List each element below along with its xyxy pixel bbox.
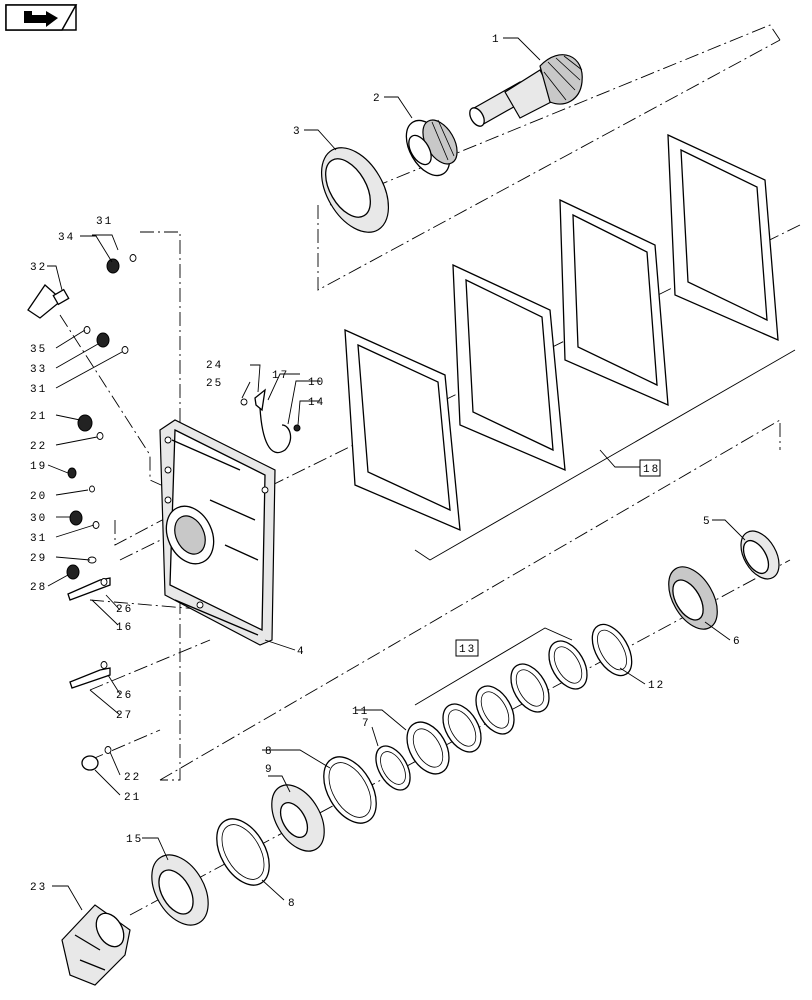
label-13[interactable]: 13 [459, 644, 476, 656]
label-14[interactable]: 14 [308, 397, 325, 409]
label-8-lower[interactable]: 8 [288, 898, 297, 910]
part-labels: 1 2 3 31 34 32 35 33 31 24 25 17 10 14 2… [30, 34, 742, 910]
axis-line-bolts2 [114, 499, 201, 546]
gasket-3 [559, 198, 669, 407]
label-31-top[interactable]: 31 [96, 216, 113, 228]
label-1[interactable]: 1 [492, 34, 501, 46]
label-31-low[interactable]: 31 [30, 533, 47, 545]
label-22-low[interactable]: 22 [124, 772, 141, 784]
gasket-1 [344, 328, 461, 532]
label-4[interactable]: 4 [297, 646, 306, 658]
label-2[interactable]: 2 [373, 93, 382, 105]
part-6-roller-bearing [668, 566, 718, 630]
label-16[interactable]: 16 [116, 622, 133, 634]
label-32[interactable]: 32 [30, 262, 47, 274]
label-8-upper[interactable]: 8 [265, 746, 274, 758]
label-18[interactable]: 18 [643, 464, 660, 476]
label-21-top[interactable]: 21 [30, 411, 47, 423]
part-2-bearing-cone [405, 119, 458, 177]
part-5-bearing-cup [740, 530, 780, 580]
part-13-shim-set [442, 640, 588, 753]
label-27[interactable]: 27 [116, 710, 133, 722]
label-33[interactable]: 33 [30, 364, 47, 376]
label-22-top[interactable]: 22 [30, 441, 47, 453]
label-31-mid[interactable]: 31 [30, 384, 47, 396]
axis-line-bolts4 [89, 639, 211, 691]
part-7-ring [375, 745, 411, 791]
label-17[interactable]: 17 [272, 370, 289, 382]
label-19[interactable]: 19 [30, 461, 47, 473]
part-12-shim [591, 623, 633, 677]
left-hardware [27, 254, 301, 771]
label-28[interactable]: 28 [30, 582, 47, 594]
gasket-4 [667, 133, 779, 342]
label-15[interactable]: 15 [126, 834, 143, 846]
return-arrow-icon [24, 11, 58, 27]
label-26-top[interactable]: 26 [116, 604, 133, 616]
label-20[interactable]: 20 [30, 491, 47, 503]
part-8-snap-ring-lower [216, 818, 270, 886]
label-box-18 [639, 459, 661, 477]
label-21-low[interactable]: 21 [124, 792, 141, 804]
label-5[interactable]: 5 [703, 516, 712, 528]
axis-line-plug [89, 729, 161, 761]
part-11-ring [406, 721, 450, 775]
return-button[interactable] [5, 4, 78, 31]
label-30[interactable]: 30 [30, 513, 47, 525]
part-8-snap-ring-upper [323, 756, 377, 824]
label-10[interactable]: 10 [308, 377, 325, 389]
label-11[interactable]: 11 [352, 706, 369, 718]
part-3-bearing-cup [320, 147, 390, 233]
label-7[interactable]: 7 [362, 718, 371, 730]
label-12[interactable]: 12 [648, 680, 665, 692]
label-box-13 [455, 639, 479, 657]
axis-bracket-upper [317, 39, 781, 291]
axis-line-upper [329, 24, 781, 206]
leader-lines [47, 37, 746, 911]
part-4-housing [159, 419, 276, 646]
label-9[interactable]: 9 [265, 764, 274, 776]
gasket-group-bracket [414, 349, 796, 561]
gasket-2 [452, 263, 566, 472]
label-24[interactable]: 24 [206, 360, 223, 372]
label-34[interactable]: 34 [58, 232, 75, 244]
label-29[interactable]: 29 [30, 553, 47, 565]
label-26-low[interactable]: 26 [116, 690, 133, 702]
label-6[interactable]: 6 [733, 636, 742, 648]
label-25[interactable]: 25 [206, 378, 223, 390]
part-23-yoke [61, 904, 131, 986]
label-35[interactable]: 35 [30, 344, 47, 356]
shim-group-bracket [414, 627, 573, 706]
part-1-pinion-shaft [469, 54, 583, 127]
label-23[interactable]: 23 [30, 882, 47, 894]
label-3[interactable]: 3 [293, 126, 302, 138]
